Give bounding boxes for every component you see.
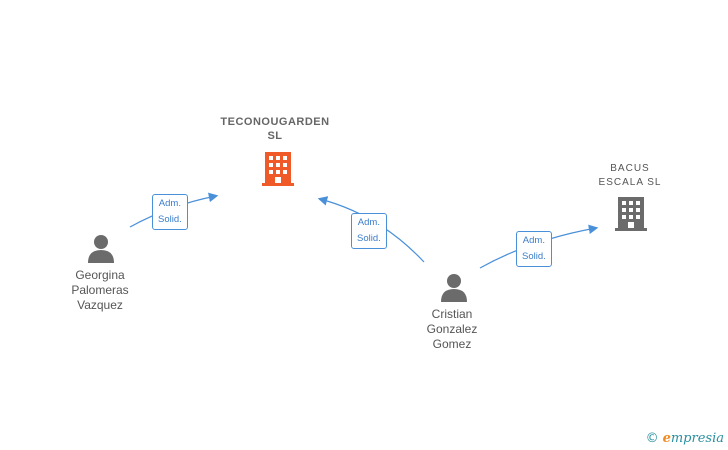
person-name-line: Gonzalez <box>426 322 478 336</box>
person-icon[interactable] <box>86 233 116 263</box>
relation-label-line: Solid. <box>158 214 182 225</box>
relation-label-line: Adm. <box>522 235 545 246</box>
person-icon[interactable] <box>439 272 469 302</box>
company-name-line: BACUS <box>610 163 650 174</box>
person-name-line: Vazquez <box>77 298 123 312</box>
brand-first-letter: e <box>662 431 671 446</box>
person-name-line: Cristian <box>431 307 473 321</box>
copyright-symbol: © <box>645 431 659 446</box>
brand-rest: mpresia <box>670 431 724 446</box>
company-name-bacus[interactable]: BACUS ESCALA SL <box>580 162 680 190</box>
person-name-georgina[interactable]: Georgina Palomeras Vazquez <box>50 268 150 313</box>
company-name-line: SL <box>267 130 283 142</box>
company-name-teconougarden[interactable]: TECONOUGARDEN SL <box>205 115 345 143</box>
company-name-line: TECONOUGARDEN <box>220 116 330 128</box>
brand-logo: ©empresia <box>646 431 724 446</box>
relation-label-line: Solid. <box>522 251 546 262</box>
relation-label-georgina-teconougarden: Adm. Solid. <box>152 194 188 230</box>
company-name-line: ESCALA SL <box>598 177 662 188</box>
relation-label-line: Adm. <box>357 217 380 228</box>
person-name-cristian[interactable]: Cristian Gonzalez Gomez <box>402 307 502 352</box>
building-icon[interactable] <box>262 151 294 187</box>
relation-label-line: Adm. <box>158 198 181 209</box>
relation-label-cristian-bacus: Adm. Solid. <box>516 231 552 267</box>
relation-label-line: Solid. <box>357 233 381 244</box>
person-name-line: Georgina <box>75 268 125 282</box>
person-name-line: Gomez <box>432 337 472 351</box>
building-icon[interactable] <box>615 196 647 232</box>
person-name-line: Palomeras <box>71 283 129 297</box>
relation-label-cristian-teconougarden: Adm. Solid. <box>351 213 387 249</box>
